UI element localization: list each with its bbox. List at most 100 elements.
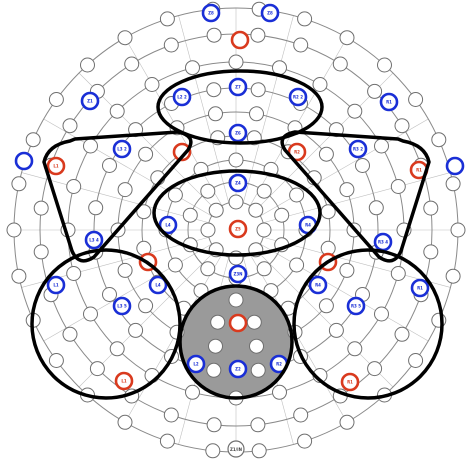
- frontal-pole-region: [156, 69, 324, 145]
- electrode-plain-145: [205, 443, 221, 459]
- occipital-region: [178, 284, 294, 400]
- electrode-plain-94: [109, 341, 125, 357]
- electrode-blue-e_tp_l-ring: [46, 275, 66, 295]
- electrode-blue-e_p_r-label: R3 5: [351, 304, 361, 309]
- electrode-plain-14: [182, 207, 198, 223]
- electrode-plain-109: [423, 244, 439, 260]
- electrode-blue-e_c_l-ring: [158, 215, 178, 235]
- electrode-blue-e_side_l-ring: [80, 91, 100, 111]
- electrode-red-r_l2-ring: [172, 142, 192, 162]
- electrode-plain-166: [445, 176, 461, 192]
- electrode-blue-e_f_l: L3 2: [112, 139, 132, 159]
- electrode-blue-e_af_c: Z6: [228, 123, 248, 143]
- electrode-plain-95: [83, 306, 98, 322]
- spoke-14: [21, 172, 210, 224]
- electrode-bottom-label: Z1/IN: [230, 447, 242, 452]
- electrode-plain-138: [445, 268, 461, 284]
- electrode-plain-84: [368, 200, 384, 216]
- electrode-plain-12: [200, 261, 216, 277]
- electrode-blue-e_o_l-label: L2: [193, 362, 199, 367]
- electrode-blue-e_fc_c: Z4: [228, 173, 248, 193]
- electrode-plain-128: [163, 37, 179, 53]
- electrode-red-r_top: [230, 30, 250, 50]
- electrode-plain-72: [128, 322, 144, 338]
- electrode-blue-e_o_c: Z2: [228, 359, 248, 379]
- electrode-plain-131: [293, 37, 309, 53]
- electrode-bottom: [227, 440, 245, 458]
- electrode-plain-105: [312, 77, 328, 92]
- right-frontal-region: [280, 130, 431, 263]
- left-frontal-region: [42, 130, 193, 263]
- electrode-plain-154: [25, 132, 41, 148]
- electrode-plain-100: [109, 103, 125, 119]
- electrode-plain-162: [339, 30, 355, 46]
- electrode-plain-149: [48, 353, 64, 368]
- electrode-blue-e_c_l: L4: [158, 215, 178, 235]
- electrode-plain-99: [83, 138, 98, 154]
- electrode-plain-30: [289, 187, 305, 203]
- electrode-red-r_r2-label: R2: [294, 150, 300, 155]
- spoke-15: [43, 118, 212, 217]
- electrode-plain-98: [66, 179, 82, 194]
- electrode-blue-e_t_r-label: R3 4: [378, 240, 388, 245]
- electrode-blue-e_o_c-ring: [228, 359, 248, 379]
- electrode-blue-e_p_r: R3 5: [346, 296, 366, 316]
- electrode-plain-69: [250, 362, 266, 378]
- electrode-plain-116: [206, 417, 222, 433]
- electrode-red-r_l4: L1: [114, 371, 134, 391]
- electrode-blue-e_tp_l-label: L1: [53, 283, 59, 288]
- electrode-blue-e_af_c-label: Z6: [235, 131, 241, 136]
- electrode-blue-e_t_l: L3 4: [84, 230, 104, 250]
- electrode-blue-e_side_l: Z1: [80, 91, 100, 111]
- electrode-blue-e_fp_r-label: R2 2: [293, 95, 303, 100]
- electrode-plain-54: [138, 298, 154, 314]
- electrode-blue-e_cz: Z3N: [228, 264, 248, 284]
- bottom-electrode-layer: Z1/IN: [227, 440, 245, 458]
- electrode-blue-e_f_l-ring: [112, 139, 132, 159]
- spoke-23: [260, 118, 429, 217]
- electrode-plain-152: [6, 222, 22, 238]
- electrode-plain-146: [159, 433, 175, 449]
- spoke-24: [262, 172, 451, 224]
- electrode-blue-e_cp_l-label: L4: [155, 283, 161, 288]
- electrode-red-r_l1-ring: [46, 156, 66, 176]
- electrode-red-r_pz-ring: [228, 313, 248, 333]
- electrode-blue-e_p_l-ring: [112, 296, 132, 316]
- electrode-plain-96: [66, 266, 82, 281]
- electrode-plain-35: [210, 314, 226, 330]
- electrode-plain-137: [450, 222, 466, 238]
- electrode-plain-155: [48, 92, 64, 107]
- electrode-blue-e_o_r-label: R2: [276, 362, 282, 367]
- electrode-blue-e_tp_r: R1: [410, 278, 430, 298]
- electrode-plain-132: [332, 56, 348, 72]
- electrode-blue-e_cp_l: L4: [148, 275, 168, 295]
- electrode-plain-15: [200, 183, 216, 199]
- electrode-plain-7: [228, 194, 244, 210]
- electrode-plain-147: [117, 414, 133, 430]
- electrode-plain-57: [117, 182, 133, 198]
- electrode-blue-e_top_r-label: Z8: [267, 11, 273, 16]
- electrode-plain-127: [124, 56, 140, 72]
- electrode-blue-e_cp_r-label: R4: [315, 283, 321, 288]
- electrode-plain-52: [208, 338, 223, 354]
- spoke-3: [260, 243, 429, 342]
- electrode-plain-64: [339, 182, 355, 198]
- electrode-plain-90: [272, 384, 287, 400]
- electrode-plain-133: [367, 83, 383, 99]
- right-posterior-region: [292, 248, 444, 400]
- electrode-plain-70: [206, 362, 222, 378]
- electrode-red-r_center-ring: [228, 219, 248, 239]
- electrode-plain-123: [33, 200, 49, 216]
- electrode-blue-e_top_l-ring: [201, 3, 221, 23]
- electrode-blue-e_tp_r-ring: [410, 278, 430, 298]
- electrode-plain-8: [248, 202, 264, 218]
- electrode-blue-e_p_r-ring: [346, 296, 366, 316]
- electrode-blue-e_af_c-ring: [228, 123, 248, 143]
- electrode-plain-108: [390, 179, 406, 194]
- electrode-plain-51: [249, 338, 264, 354]
- electrode-blue-e_fp_r: R2 2: [288, 87, 308, 107]
- electrode-blue-e_tp_l: L1: [46, 275, 66, 295]
- electrode-blue-e_fp_c-label: Z7: [235, 85, 241, 90]
